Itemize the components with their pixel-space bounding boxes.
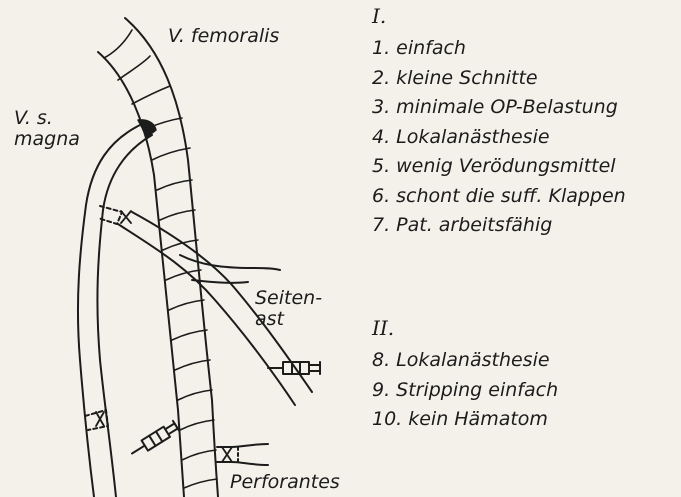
section-1-items: 1. einfach 2. kleine Schnitte 3. minimale OP-… bbox=[372, 34, 626, 241]
list-item-text: kein Hämatom bbox=[408, 408, 548, 430]
section-1-heading: I. bbox=[372, 4, 626, 28]
list-item: 4. Lokalanästhesie bbox=[372, 123, 626, 153]
syringe-right bbox=[268, 362, 320, 374]
list-item: 10. kein Hämatom bbox=[372, 405, 558, 435]
perforantes-vessel bbox=[217, 444, 268, 465]
section-2-heading: II. bbox=[372, 316, 558, 340]
list-item: 9. Stripping einfach bbox=[372, 376, 558, 406]
list-item-text: kleine Schnitte bbox=[396, 67, 537, 89]
syringe-left bbox=[129, 421, 179, 459]
label-vena-femoralis: V. femoralis bbox=[168, 26, 279, 47]
list-item-number: 4. bbox=[372, 126, 390, 148]
saphenous-junction-ligature bbox=[138, 120, 156, 137]
vena-femoralis-segment-lines bbox=[104, 30, 217, 488]
list-item-number: 2. bbox=[372, 67, 390, 89]
label-perforantes: Perforantes bbox=[230, 472, 340, 493]
advantages-list-2: II. 8. Lokalanästhesie 9. Stripping einfach… bbox=[372, 316, 558, 435]
list-item-text: Pat. arbeitsfähig bbox=[396, 214, 552, 236]
list-item-number: 9. bbox=[372, 379, 390, 401]
advantages-list: I. 1. einfach 2. kleine Schnitte 3. minimale … bbox=[372, 4, 626, 241]
list-item: 8. Lokalanästhesie bbox=[372, 346, 558, 376]
label-vena-saphena-magna: V. s. magna bbox=[14, 108, 80, 150]
list-item-text: schont die suff. Klappen bbox=[396, 185, 626, 207]
vena-femoralis-vessel bbox=[98, 18, 218, 497]
list-item-text: wenig Verödungsmittel bbox=[396, 155, 615, 177]
list-item-text: einfach bbox=[396, 37, 466, 59]
vena-saphena-magna-vessel bbox=[78, 120, 156, 497]
list-item-number: 7. bbox=[372, 214, 390, 236]
list-item-text: minimale OP-Belastung bbox=[396, 96, 618, 118]
list-item-number: 5. bbox=[372, 155, 390, 177]
section-2-items: 8. Lokalanästhesie 9. Stripping einfach 10. k… bbox=[372, 346, 558, 435]
list-item-number: 8. bbox=[372, 349, 390, 371]
list-item: 7. Pat. arbeitsfähig bbox=[372, 211, 626, 241]
list-item: 6. schont die suff. Klappen bbox=[372, 182, 626, 212]
label-seitenast: Seiten- ast bbox=[255, 288, 322, 330]
list-item-text: Lokalanästhesie bbox=[396, 349, 549, 371]
list-item: 2. kleine Schnitte bbox=[372, 64, 626, 94]
list-item-text: Lokalanästhesie bbox=[396, 126, 549, 148]
list-item: 1. einfach bbox=[372, 34, 626, 64]
list-item-number: 6. bbox=[372, 185, 390, 207]
list-item: 5. wenig Verödungsmittel bbox=[372, 152, 626, 182]
list-item-number: 10. bbox=[372, 408, 402, 430]
list-item-text: Stripping einfach bbox=[396, 379, 558, 401]
list-item-number: 1. bbox=[372, 37, 390, 59]
list-item: 3. minimale OP-Belastung bbox=[372, 93, 626, 123]
list-item-number: 3. bbox=[372, 96, 390, 118]
